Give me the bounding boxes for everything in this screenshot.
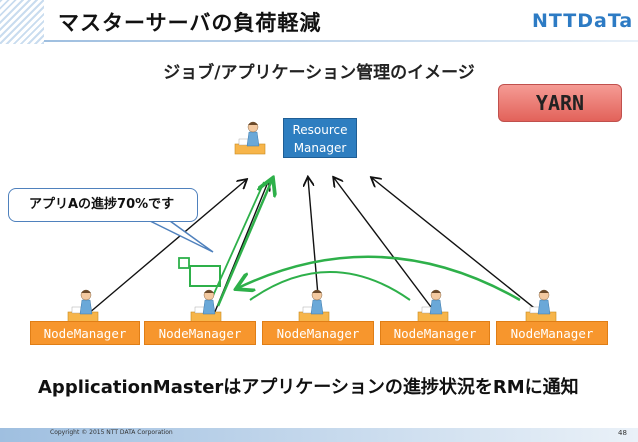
slide-description: ApplicationMasterはアプリケーションの進捗状況をRMに通知 <box>38 377 579 398</box>
callout-tail <box>149 220 214 253</box>
report-arrow-5 <box>372 178 549 320</box>
report-arrow-4 <box>334 178 441 320</box>
yarn-badge: YARN <box>498 84 622 122</box>
node-manager-box: NodeManager <box>30 321 140 345</box>
application-master-marker <box>178 257 190 269</box>
container-arc-arrow <box>238 255 521 302</box>
slide-title: マスターサーバの負荷軽減 <box>58 11 322 35</box>
title-underline <box>44 40 638 42</box>
page-number: 48 <box>618 429 627 437</box>
footer-bar <box>0 428 638 442</box>
person-at-desk-icon <box>298 289 330 323</box>
resource-manager-label-line1: Resource <box>292 123 348 137</box>
title-hatch-decoration <box>0 0 44 44</box>
application-master-box <box>189 265 221 287</box>
copyright-text: Copyright © 2015 NTT DATA Corporation <box>50 429 173 436</box>
person-at-desk-icon <box>234 121 266 155</box>
person-at-desk-icon <box>190 289 222 323</box>
title-bar: マスターサーバの負荷軽減 NTTDaTa <box>0 0 638 44</box>
node-manager-box: NodeManager <box>262 321 374 345</box>
node-manager-box: NodeManager <box>380 321 490 345</box>
person-at-desk-icon <box>525 289 557 323</box>
progress-callout: アプリAの進捗70%です <box>8 188 198 222</box>
container-arc-line <box>249 271 411 301</box>
report-arrow-1 <box>81 180 246 320</box>
resource-manager-label-line2: Manager <box>293 141 347 155</box>
node-manager-box: NodeManager <box>144 321 256 345</box>
progress-arrow-green <box>216 180 272 307</box>
ntt-data-logo: NTTDaTa <box>532 10 634 32</box>
node-manager-box: NodeManager <box>496 321 608 345</box>
slide-subtitle: ジョブ/アプリケーション管理のイメージ <box>163 63 475 83</box>
person-at-desk-icon <box>67 289 99 323</box>
resource-manager-box: Resource Manager <box>283 118 357 158</box>
